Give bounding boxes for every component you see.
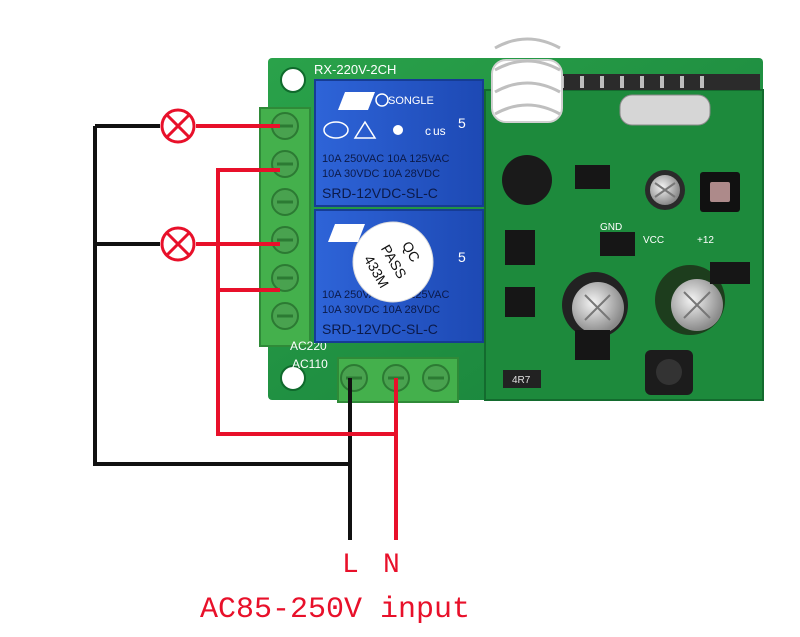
relay-1-rating: 5 xyxy=(458,115,466,131)
relay-1-spec-1: 10A 250VAC 10A 125VAC xyxy=(322,153,449,165)
qc-pass-sticker: QC PASS 433M xyxy=(352,221,434,303)
pcb-label-gnd: GND xyxy=(600,222,622,233)
wire-red xyxy=(196,124,398,540)
capacitor-large-2 xyxy=(655,265,725,335)
neutral-label: N xyxy=(383,550,400,581)
pcb-label-plus12: +12 xyxy=(697,235,714,246)
svg-text:c: c xyxy=(425,124,431,138)
svg-text:us: us xyxy=(433,124,446,138)
output-terminal-block xyxy=(259,107,311,347)
relay-1: SONGLE c us 5 10A 250VAC 10A 125VAC 10A … xyxy=(314,79,484,207)
chip-label: 4R7 xyxy=(512,375,531,386)
relay-1-model: SRD-12VDC-SL-C xyxy=(322,185,438,201)
input-label: AC85-250V input xyxy=(200,593,470,627)
pcb-label-vcc: VCC xyxy=(643,235,664,246)
ic-chips xyxy=(505,165,750,360)
lamp-1 xyxy=(160,108,196,144)
wire-black xyxy=(93,124,352,540)
power-label-ac110: AC110 xyxy=(292,357,328,371)
lamp-2 xyxy=(160,226,196,262)
capacitor-small xyxy=(645,170,685,210)
live-label: L xyxy=(342,550,359,581)
relay-2-rating: 5 xyxy=(458,249,466,265)
buzzer-component xyxy=(502,155,552,205)
smd-resistor: 4R7 xyxy=(503,370,541,388)
learn-button[interactable] xyxy=(700,172,740,212)
antenna-coil xyxy=(491,37,563,123)
relay-1-spec-2: 10A 30VDC 10A 28VDC xyxy=(322,168,440,180)
capacitor-large-1 xyxy=(562,272,628,338)
relay-2-spec-2: 10A 30VDC 10A 28VDC xyxy=(322,304,440,316)
relay-2: 5 10A 250VAC 10A 125VAC 10A 30VDC 10A 28… xyxy=(314,209,484,343)
board-model-label: RX-220V-2CH xyxy=(314,62,396,77)
relay-1-brand: SONGLE xyxy=(388,95,434,107)
relay-2-model: SRD-12VDC-SL-C xyxy=(322,321,438,337)
